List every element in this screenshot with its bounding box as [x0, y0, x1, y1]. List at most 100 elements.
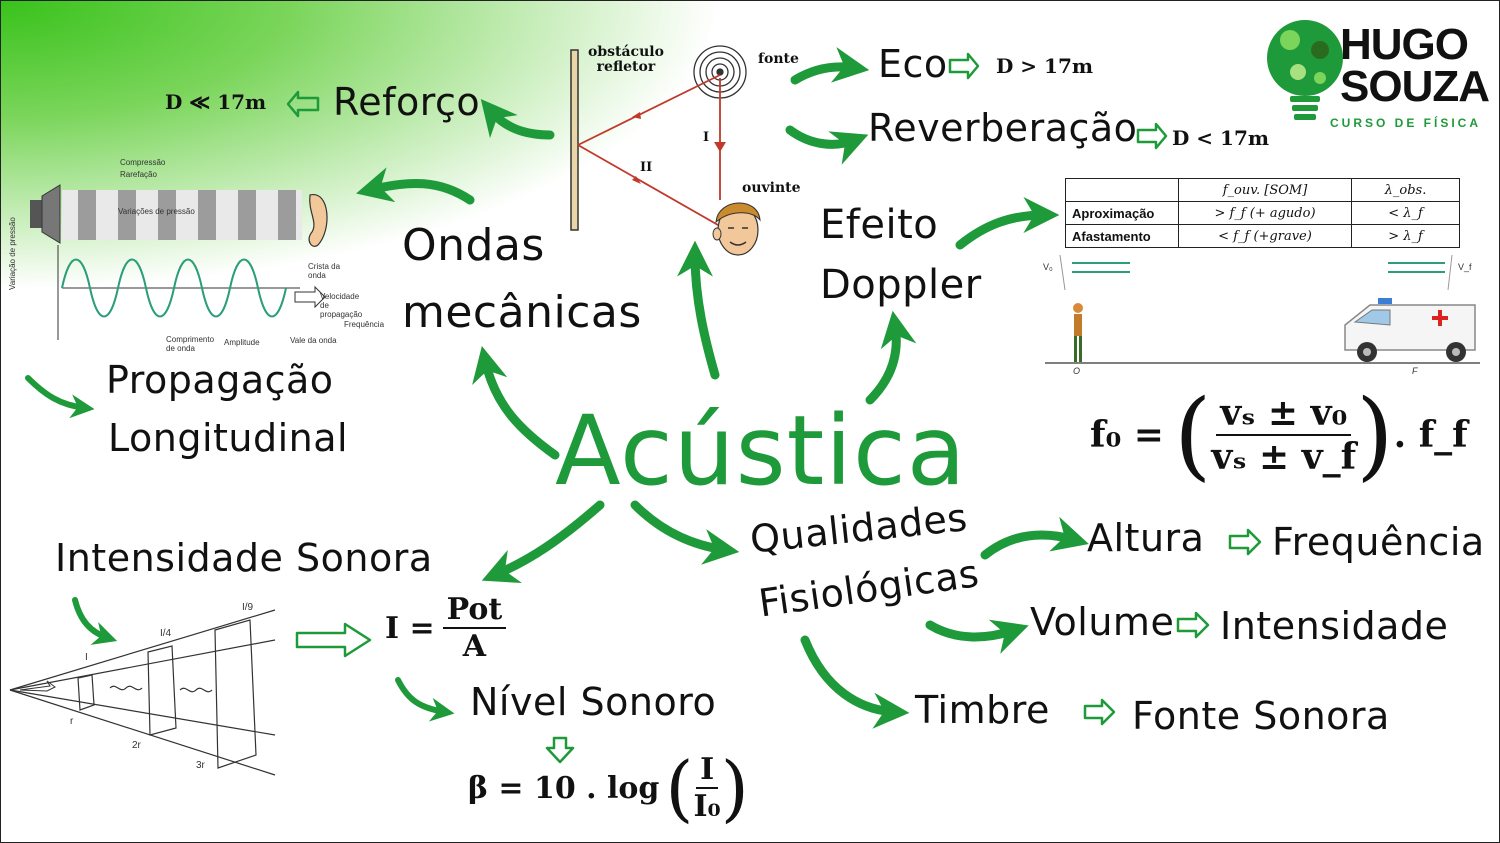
wave-label-rarefacao: Rarefação [120, 170, 157, 179]
reforco-condition: D ≪ 17m [165, 90, 267, 114]
arrow-to-qualidades [630, 500, 740, 565]
doppler-formula-lhs: f₀ = [1090, 414, 1164, 456]
speaker-icon [30, 184, 61, 244]
ambulance-icon [1344, 298, 1476, 362]
arrow-to-timbre [800, 635, 910, 729]
intensity-label-2r: 2r [132, 740, 141, 751]
hollow-arrow-reverb [1136, 122, 1168, 150]
logo-subtitle: CURSO DE FÍSICA [1330, 116, 1482, 130]
paren-right: ) [1356, 379, 1394, 491]
doppler-label-o: O [1073, 366, 1081, 376]
hollow-arrow-volume [1176, 611, 1210, 639]
nivel-formula-fraction: I I₀ [694, 752, 721, 824]
reverberacao-condition: D < 17m [1172, 126, 1270, 150]
intensity-label-3r: 3r [196, 760, 205, 771]
arrow-to-volume [925, 619, 1029, 654]
intensity-label-I9: I/9 [242, 602, 254, 613]
nivel-formula-lhs: β = 10 . log [468, 770, 660, 806]
arrow-to-reverberacao [785, 125, 869, 165]
arrow-to-nivel [395, 677, 455, 722]
nivel-formula-den: I₀ [693, 789, 721, 824]
paren-right: ) [720, 746, 749, 830]
eco-label: Eco [878, 42, 948, 86]
arrow-to-intensidade [481, 500, 605, 584]
arrow-ondas-to-wave [356, 167, 475, 205]
doppler-th-fouv: f_ouv. [SOM] [1178, 178, 1352, 202]
doppler-line1: Efeito [820, 202, 939, 248]
doppler-label-vo: V₀ [1043, 262, 1053, 272]
doppler-cell: Aproximação [1065, 201, 1179, 225]
paren-left: ( [1173, 379, 1212, 491]
intensity-formula: I = Pot A [385, 592, 507, 664]
hollow-arrow-nivel [545, 736, 575, 764]
doppler-scene [1045, 254, 1480, 364]
doppler-formula-fraction: vₛ ± v₀ vₛ ± v_f [1211, 392, 1356, 478]
timbre-label: Timbre [915, 688, 1050, 732]
ray-label-2: II [640, 160, 653, 175]
wave-label-vale: Vale da onda [290, 336, 337, 345]
ondas-line2: mecânicas [402, 287, 642, 338]
hollow-arrow-timbre [1083, 698, 1116, 726]
altura-label: Altura [1087, 516, 1205, 560]
eco-condition: D > 17m [996, 54, 1094, 78]
intensity-formula-fraction: Pot A [442, 592, 507, 664]
sine-wave [61, 258, 287, 318]
compression-band [62, 190, 302, 240]
doppler-formula-den: vₛ ± v_f [1211, 436, 1357, 478]
ray-label-1: I [703, 130, 710, 145]
reverberacao-label: Reverberação [868, 106, 1138, 150]
wave-label-compressao: Compressão [120, 158, 166, 167]
arrow-to-eco [790, 47, 870, 85]
reforco-label: Reforço [333, 80, 481, 124]
intensity-spread-illustration [9, 609, 276, 776]
fonte-label: fonte [758, 51, 799, 67]
doppler-formula-num: vₛ ± v₀ [1216, 392, 1352, 436]
doppler-table-row: Afastamento < f_f (+grave) > λ_f [1065, 224, 1460, 248]
doppler-th-lambda: λ_obs. [1351, 178, 1460, 202]
arrow-to-propagacao [25, 375, 95, 419]
intensidade-label: Intensidade Sonora [55, 536, 433, 580]
intensity-formula-den: A [462, 629, 487, 664]
hollow-arrow-altura [1228, 528, 1262, 556]
ondas-line1: Ondas [402, 220, 545, 271]
doppler-cell: > λ_f [1351, 224, 1460, 248]
propagacao-line1: Propagação [106, 358, 334, 402]
doppler-table: f_ouv. [SOM] λ_obs. Aproximação > f_f (+… [1065, 178, 1460, 248]
nivel-label: Nível Sonoro [470, 680, 717, 724]
intensity-formula-num: Pot [442, 592, 507, 629]
doppler-table-wrap: f_ouv. [SOM] λ_obs. Aproximação > f_f (+… [1065, 178, 1460, 248]
logo-line1: HUGO [1340, 20, 1469, 69]
doppler-cell: Afastamento [1065, 224, 1179, 248]
nivel-formula: β = 10 . log ( I I₀ ) [468, 752, 749, 824]
wave-label-frequencia: Frequência [344, 320, 385, 329]
volume-label: Volume [1030, 600, 1175, 644]
doppler-formula: f₀ = ( vₛ ± v₀ vₛ ± v_f ) . f_f [1090, 379, 1468, 491]
intensity-formula-lhs: I = [385, 610, 435, 646]
wave-label-variacoes: Variações de pressão [118, 207, 195, 216]
longitudinal-wave-illustration [30, 184, 328, 340]
arrow-doppler-table [955, 197, 1060, 250]
intensity-label-I4: I/4 [160, 628, 172, 639]
arrow-to-doppler [865, 310, 917, 405]
altura-target: Frequência [1272, 520, 1485, 564]
arrow-to-altura [980, 516, 1089, 560]
intensity-label-I: I [85, 652, 88, 663]
doppler-table-header-row: f_ouv. [SOM] λ_obs. [1065, 178, 1460, 202]
wave-label-comprimento: Comprimento de onda [166, 335, 215, 353]
paren-left: ( [665, 746, 694, 830]
reflection-illustration [570, 45, 761, 256]
ouvinte-label: ouvinte [742, 180, 801, 196]
arrow-to-reforco [480, 98, 555, 140]
arrow-to-ondas [472, 345, 560, 460]
wave-label-amplitude: Amplitude [224, 338, 260, 347]
central-title: Acústica [555, 395, 967, 507]
intensity-label-r: r [70, 716, 74, 727]
ear-icon [308, 194, 328, 247]
hollow-arrow-eco [948, 52, 980, 80]
observer-person-icon [1073, 303, 1083, 362]
arrow-to-reflection [677, 240, 720, 380]
wave-label-velocidade: Velocidade de propagação [320, 292, 363, 319]
logo-line2: SOUZA [1340, 62, 1490, 111]
